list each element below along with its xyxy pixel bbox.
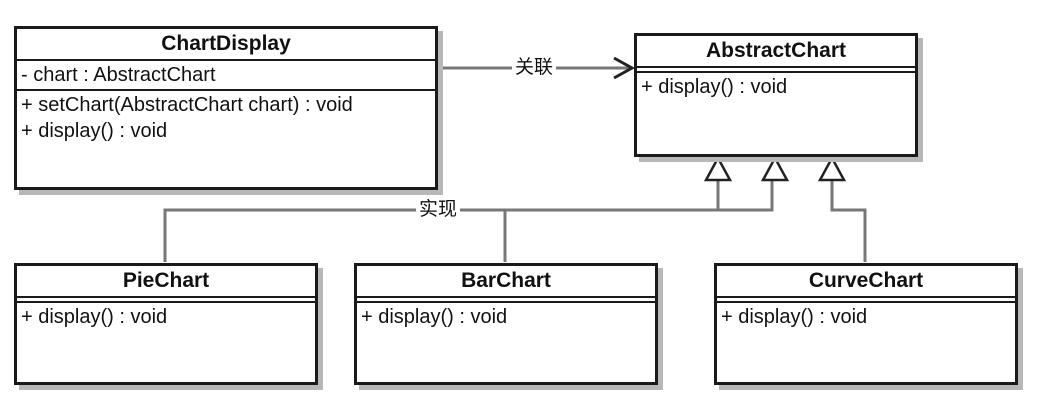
class-abstractchart: AbstractChart + display() : void bbox=[634, 33, 918, 157]
association-arrowhead bbox=[613, 56, 636, 80]
class-name: BarChart bbox=[461, 269, 551, 292]
realization-triangle-3 bbox=[817, 155, 847, 182]
class-name: AbstractChart bbox=[705, 39, 847, 62]
class-curvechart: CurveChart + display() : void bbox=[714, 263, 1018, 385]
attribute-compartment: - chart : AbstractChart bbox=[17, 61, 435, 89]
realization-label: 实现 bbox=[416, 198, 461, 222]
realization-line-barchart bbox=[503, 180, 774, 262]
operation-compartment: + display() : void bbox=[357, 303, 655, 331]
attribute: - chart : AbstractChart bbox=[21, 64, 216, 86]
operation: + display() : void bbox=[361, 306, 508, 328]
operation: + display() : void bbox=[21, 306, 168, 328]
class-name: CurveChart bbox=[808, 269, 924, 292]
realization-line-curvechart bbox=[830, 180, 867, 262]
operation: + display() : void bbox=[721, 306, 868, 328]
realization-triangle-2 bbox=[760, 155, 790, 182]
class-name: PieChart bbox=[122, 269, 210, 292]
operation-compartment: + display() : void bbox=[717, 303, 1015, 331]
class-name: ChartDisplay bbox=[161, 32, 291, 55]
class-barchart: BarChart + display() : void bbox=[354, 263, 658, 385]
class-piechart: PieChart + display() : void bbox=[14, 263, 318, 385]
operation-compartment: + display() : void bbox=[637, 73, 915, 101]
association-label: 关联 bbox=[512, 56, 557, 80]
operation: + display() : void bbox=[21, 120, 168, 142]
operation-compartment: + setChart(AbstractChart chart) : void +… bbox=[17, 91, 435, 145]
operation: + setChart(AbstractChart chart) : void bbox=[21, 94, 353, 116]
class-chartdisplay: ChartDisplay - chart : AbstractChart + s… bbox=[14, 26, 438, 190]
operation-compartment: + display() : void bbox=[17, 303, 315, 331]
operation: + display() : void bbox=[641, 76, 788, 98]
realization-triangle-1 bbox=[703, 155, 733, 182]
